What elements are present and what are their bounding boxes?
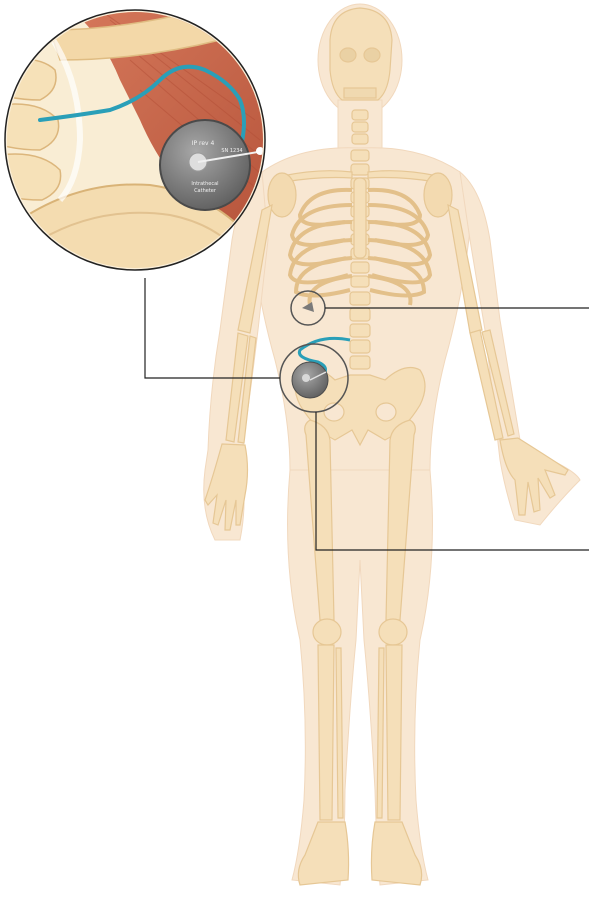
device-marking-line1: Intrathecal bbox=[191, 181, 218, 187]
vertebrae-zoom bbox=[0, 59, 61, 200]
device-marking-top: IP rev 4 bbox=[192, 140, 215, 147]
device-marking-side: SN 1234 bbox=[221, 148, 242, 154]
device-marking-line2: Catheter bbox=[194, 188, 217, 194]
skull bbox=[330, 8, 392, 100]
